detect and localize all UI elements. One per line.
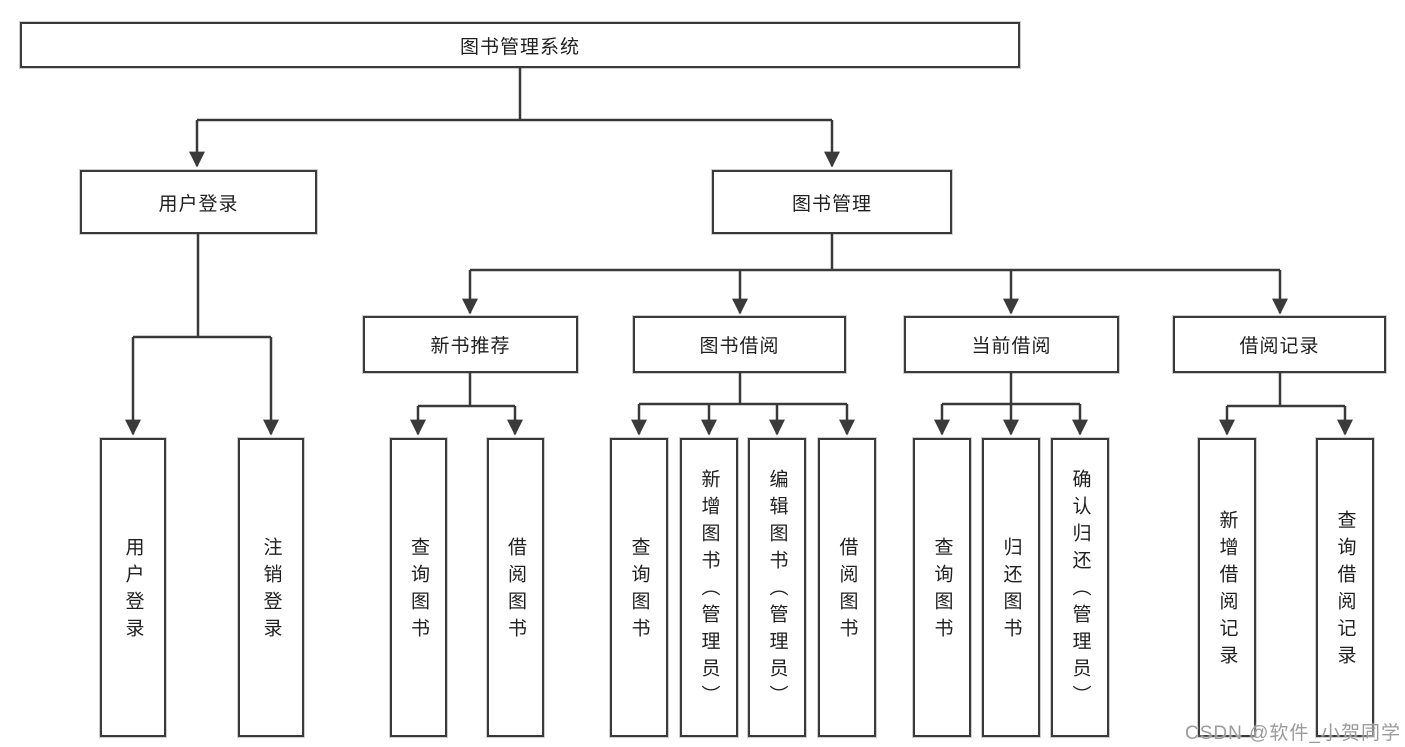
leaf-logout: 注销登录 [238,438,304,737]
node-book-borrow: 图书借阅 [633,316,846,373]
node-user-login-branch: 用户登录 [80,170,317,234]
node-library-system: 图书管理系统 [20,22,1020,68]
leaf-add-borrow-record: 新增借阅记录 [1198,438,1256,737]
node-book-management-branch: 图书管理 [712,170,952,234]
leaf-add-books-admin: 新增图书（管理员） [680,438,738,737]
csdn-watermark: CSDN @软件_小贺同学 [1185,723,1401,744]
leaf-query-borrow-record: 查询借阅记录 [1316,438,1374,737]
leaf-query-books-1: 查询图书 [390,438,447,737]
node-new-book-recommend: 新书推荐 [363,316,578,373]
leaf-user-login: 用户登录 [100,438,166,737]
leaf-query-books-3: 查询图书 [913,438,971,737]
leaf-confirm-return-admin: 确认归还（管理员） [1051,438,1109,737]
node-borrow-records: 借阅记录 [1173,316,1386,373]
leaf-borrow-books-1: 借阅图书 [487,438,544,737]
node-current-borrow: 当前借阅 [904,316,1119,373]
leaf-return-books: 归还图书 [982,438,1040,737]
leaf-query-books-2: 查询图书 [610,438,668,737]
leaf-edit-books-admin: 编辑图书（管理员） [748,438,806,737]
leaf-borrow-books-2: 借阅图书 [818,438,876,737]
